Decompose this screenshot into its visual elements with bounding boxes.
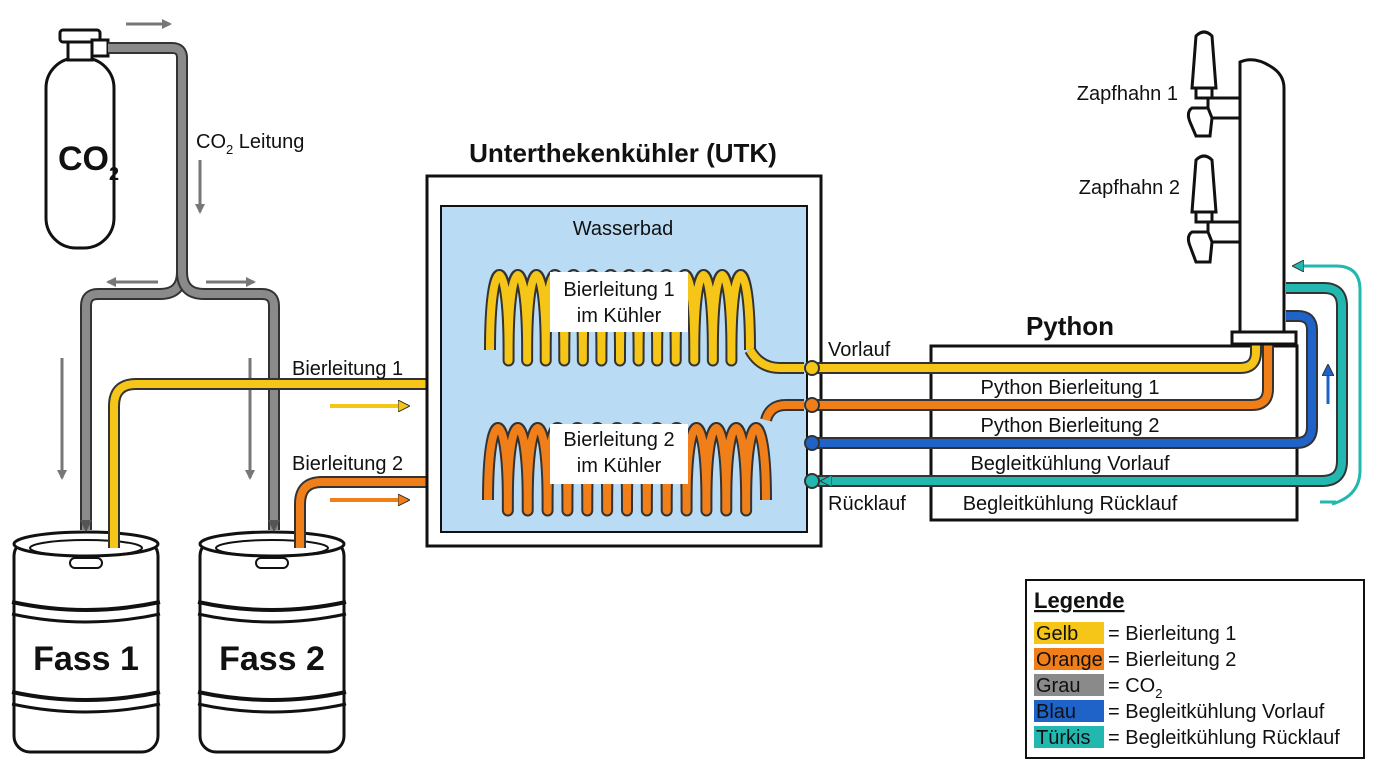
connector-dot <box>804 473 820 489</box>
legend-swatch-label: Türkis <box>1036 727 1090 749</box>
co2-line-label: CO2 Leitung <box>196 131 304 157</box>
coupler-1-icon <box>80 520 92 532</box>
vorlauf-label: Vorlauf <box>828 339 891 361</box>
legend-swatch <box>1034 622 1104 644</box>
python-row-label: Begleitkühlung Vorlauf <box>970 453 1169 475</box>
beer-line-2-label: Bierleitung 2 <box>292 453 403 475</box>
legend-swatch <box>1034 726 1104 748</box>
tap-2-icon <box>1186 154 1242 264</box>
ruecklauf-label: Rücklauf <box>828 493 906 515</box>
python-row-label: Begleitkühlung Rücklauf <box>963 493 1178 515</box>
legend-swatch-label: Grau <box>1036 675 1080 697</box>
legend-item-desc: = Bierleitung 2 <box>1108 649 1236 671</box>
coil-outlet <box>746 347 804 372</box>
coil-2 <box>484 424 770 515</box>
coil-2-label-box: Bierleitung 2 im Kühler <box>550 424 688 484</box>
connector-dot <box>804 360 820 376</box>
water-bath-label: Wasserbad <box>573 218 673 240</box>
coupler-2-icon <box>268 520 280 532</box>
legend-swatch <box>1034 648 1104 670</box>
legend-title: Legende <box>1034 588 1124 613</box>
svg-text:im Kühler: im Kühler <box>577 455 662 477</box>
legend-item-desc: = Begleitkühlung Rücklauf <box>1108 727 1340 749</box>
keg-2: Fass 2 <box>197 530 347 754</box>
svg-text:im Kühler: im Kühler <box>577 305 662 327</box>
co2-cylinder: CO2 <box>44 28 119 250</box>
legend-item-desc: = Begleitkühlung Vorlauf <box>1108 701 1325 723</box>
coil-outlet <box>762 401 804 422</box>
legend-item-desc: = Bierleitung 1 <box>1108 623 1236 645</box>
keg-2-label: Fass 2 <box>219 640 325 678</box>
legend-swatch <box>1034 674 1104 696</box>
legend-swatch-label: Gelb <box>1036 623 1078 645</box>
coil-1-label-box: Bierleitung 1 im Kühler <box>550 272 688 332</box>
beer-line-1-label: Bierleitung 1 <box>292 358 403 380</box>
keg-1-label: Fass 1 <box>33 640 139 678</box>
tap-2-label: Zapfhahn 2 <box>1079 177 1180 199</box>
svg-text:Bierleitung 1: Bierleitung 1 <box>563 279 674 301</box>
python-title: Python <box>1026 311 1114 341</box>
python-row-label: Python Bierleitung 1 <box>980 377 1159 399</box>
coil-1 <box>486 271 754 365</box>
cylinder-label: CO2 <box>58 140 119 184</box>
python-lines <box>812 282 1348 487</box>
keg-1: Fass 1 <box>11 530 161 754</box>
python-box <box>929 344 1299 522</box>
legend-swatch-label: Blau <box>1036 701 1076 723</box>
cooler-coils <box>482 269 804 517</box>
legend-swatch-label: Orange <box>1036 649 1103 671</box>
cooler-title: Unterthekenkühler (UTK) <box>469 138 777 168</box>
legend-item-desc: = CO2 <box>1108 675 1162 701</box>
flow-arrow-return-icon <box>1294 266 1362 506</box>
python-row-label: Python Bierleitung 2 <box>980 415 1159 437</box>
tap-tower <box>1230 58 1298 346</box>
connector-dot <box>804 397 820 413</box>
tap-1-label: Zapfhahn 1 <box>1077 83 1178 105</box>
co2-lines <box>80 42 280 530</box>
svg-text:Bierleitung 2: Bierleitung 2 <box>563 429 674 451</box>
legend-swatch <box>1034 700 1104 722</box>
connector-dot <box>804 435 820 451</box>
tap-1-icon <box>1186 30 1242 138</box>
